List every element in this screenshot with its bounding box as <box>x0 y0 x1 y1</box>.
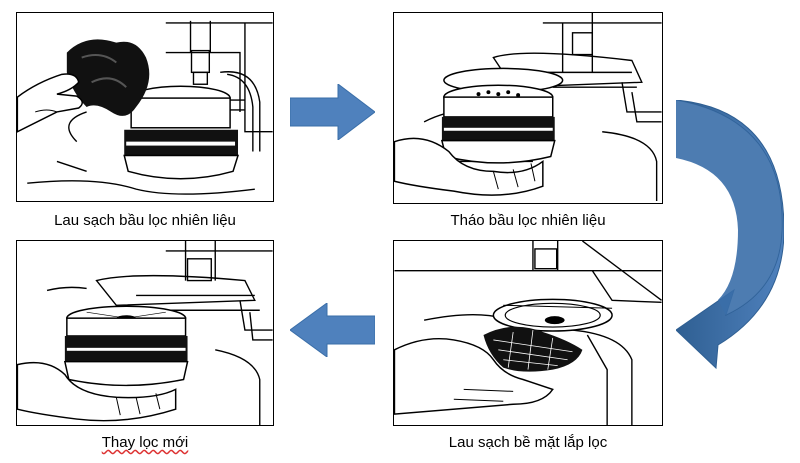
arrow-right-icon <box>290 84 375 140</box>
step-2-caption-text: Tháo bầu lọc nhiên liệu <box>450 212 606 229</box>
step-1-caption-text: Lau sạch bầu lọc nhiên liệu <box>54 212 236 229</box>
curved-arrow-icon <box>676 100 784 370</box>
cleaning-mounting-surface-drawing <box>394 241 662 425</box>
step-4-illustration <box>16 240 274 426</box>
step-3-illustration <box>393 240 663 426</box>
step-1-illustration <box>16 12 274 202</box>
step-4-caption: Thay lọc mới <box>16 434 274 451</box>
installing-new-filter-drawing <box>17 241 273 425</box>
cleaning-filter-housing-drawing <box>17 20 273 195</box>
step-2-illustration <box>393 12 663 204</box>
step-3-caption-text: Lau sạch bề mặt lắp lọc <box>448 434 608 451</box>
arrow-left-icon <box>290 303 375 357</box>
step-3-caption: Lau sạch bề mặt lắp lọc <box>393 434 663 451</box>
step-2-caption: Tháo bầu lọc nhiên liệu <box>393 212 663 229</box>
step-4-caption-text: Thay lọc mới <box>101 434 189 451</box>
removing-filter-drawing <box>394 13 662 202</box>
step-1-caption: Lau sạch bầu lọc nhiên liệu <box>16 212 274 229</box>
